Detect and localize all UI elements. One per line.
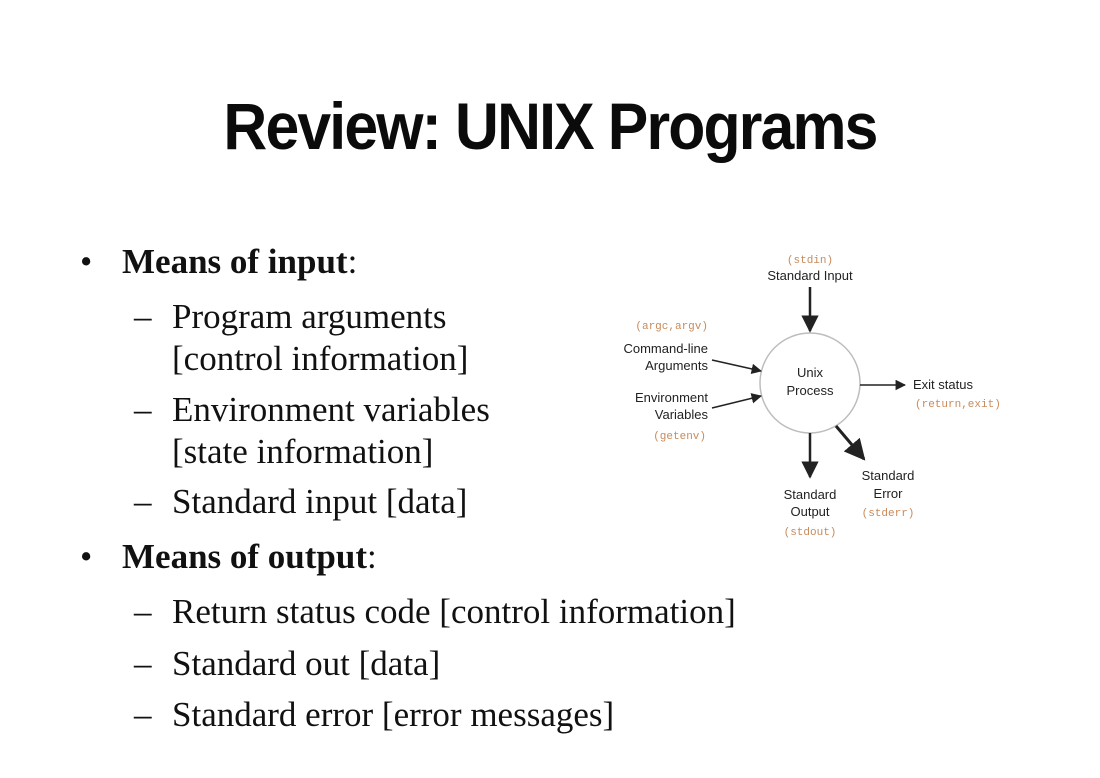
args-code: (argc,argv)	[635, 321, 708, 333]
exit-label: Exit status	[913, 377, 973, 392]
slide-title: Review: UNIX Programs	[223, 89, 878, 163]
env-arrow	[711, 393, 763, 409]
stderr-code: (stderr)	[862, 508, 915, 520]
output-item-standard-out: –Standard out [data]	[134, 644, 440, 684]
stderr-arrow	[834, 425, 866, 461]
env-line2: Variables	[655, 407, 709, 422]
input-item-program-arguments-detail: [control information]	[172, 339, 469, 378]
stdout-line1: Standard	[784, 487, 837, 502]
dash: –	[134, 390, 152, 429]
output-heading: Means of output	[122, 537, 368, 576]
input-item-environment-variables: –Environment variables	[134, 390, 490, 430]
env-line1: Environment	[635, 390, 708, 405]
input-item-text: Standard input [data]	[172, 482, 468, 521]
args-arrow	[711, 359, 763, 375]
env-code: (getenv)	[653, 431, 706, 443]
stdout-line2: Output	[790, 504, 829, 519]
input-item-text: Environment variables	[172, 390, 490, 429]
output-item-return-status: –Return status code [control information…	[134, 592, 736, 632]
stdout-code: (stdout)	[784, 527, 837, 539]
exit-code: (return,exit)	[915, 399, 1001, 411]
process-label-line2: Process	[787, 383, 834, 398]
args-line1: Command-line	[623, 341, 708, 356]
input-heading: Means of input	[122, 242, 348, 281]
output-item-standard-error: –Standard error [error messages]	[134, 695, 614, 735]
output-item-text: Standard out [data]	[172, 644, 441, 683]
input-item-standard-input: –Standard input [data]	[134, 482, 467, 522]
unix-process-diagram: Unix Process (stdin) Standard Input (arg…	[623, 255, 1001, 539]
output-item-text: Return status code [control information]	[172, 592, 736, 631]
stdin-label: Standard Input	[767, 268, 853, 283]
dash: –	[134, 592, 152, 631]
input-colon: :	[347, 242, 358, 281]
process-label-line1: Unix	[797, 365, 824, 380]
args-line2: Arguments	[645, 358, 708, 373]
bullet-means-of-output: • Means of output:	[80, 537, 377, 577]
output-colon: :	[367, 537, 377, 576]
stdin-code: (stdin)	[787, 255, 833, 267]
dash: –	[134, 297, 152, 336]
stderr-line2: Error	[874, 486, 904, 501]
stderr-line1: Standard	[862, 468, 915, 483]
dash: –	[134, 482, 152, 521]
dash: –	[134, 695, 152, 734]
input-item-environment-variables-detail: [state information]	[172, 432, 434, 471]
bullet-dot: •	[80, 242, 93, 281]
bullet-means-of-input: • Means of input:	[80, 242, 357, 282]
output-item-text: Standard error [error messages]	[172, 695, 615, 734]
dash: –	[134, 644, 152, 683]
input-item-text: Program arguments	[172, 297, 447, 336]
input-item-program-arguments: –Program arguments	[134, 297, 446, 337]
bullet-dot: •	[80, 537, 93, 576]
